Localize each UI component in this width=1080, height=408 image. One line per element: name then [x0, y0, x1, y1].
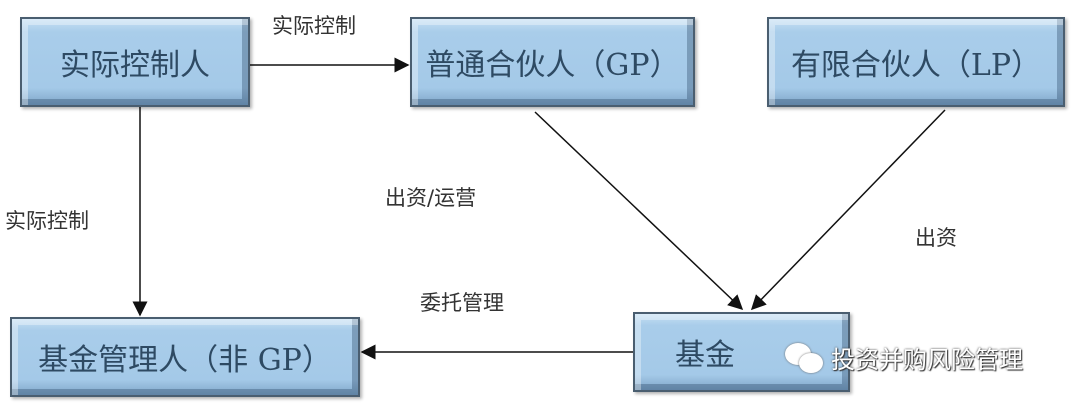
node-manager: 基金管理人（非 GP）: [10, 317, 360, 397]
arrow-gp-to-fund: [534, 111, 744, 311]
wechat-icon: [785, 341, 825, 375]
node-lp: 有限合伙人（LP）: [767, 17, 1065, 107]
node-label: 基金管理人（非 GP）: [38, 343, 332, 378]
node-label: 普通合伙人（GP）: [425, 48, 680, 83]
edge-label-controller-manager: 实际控制: [5, 209, 89, 233]
node-label: 基金: [675, 338, 735, 373]
watermark: 投资并购风险管理: [785, 340, 1023, 375]
edge-label-controller-gp: 实际控制: [272, 14, 356, 38]
node-fund: 基金: [633, 312, 850, 392]
edge-label-gp-fund: 出资/运营: [385, 186, 477, 210]
edge-label-fund-manager: 委托管理: [420, 291, 504, 315]
edge-label-lp-fund: 出资: [915, 226, 957, 250]
node-label: 有限合伙人（LP）: [790, 48, 1042, 83]
arrow-lp-to-fund: [750, 109, 946, 311]
node-label: 实际控制人: [60, 48, 210, 83]
watermark-text: 投资并购风险管理: [831, 346, 1023, 374]
node-gp: 普通合伙人（GP）: [410, 17, 695, 107]
node-controller: 实际控制人: [20, 17, 250, 107]
